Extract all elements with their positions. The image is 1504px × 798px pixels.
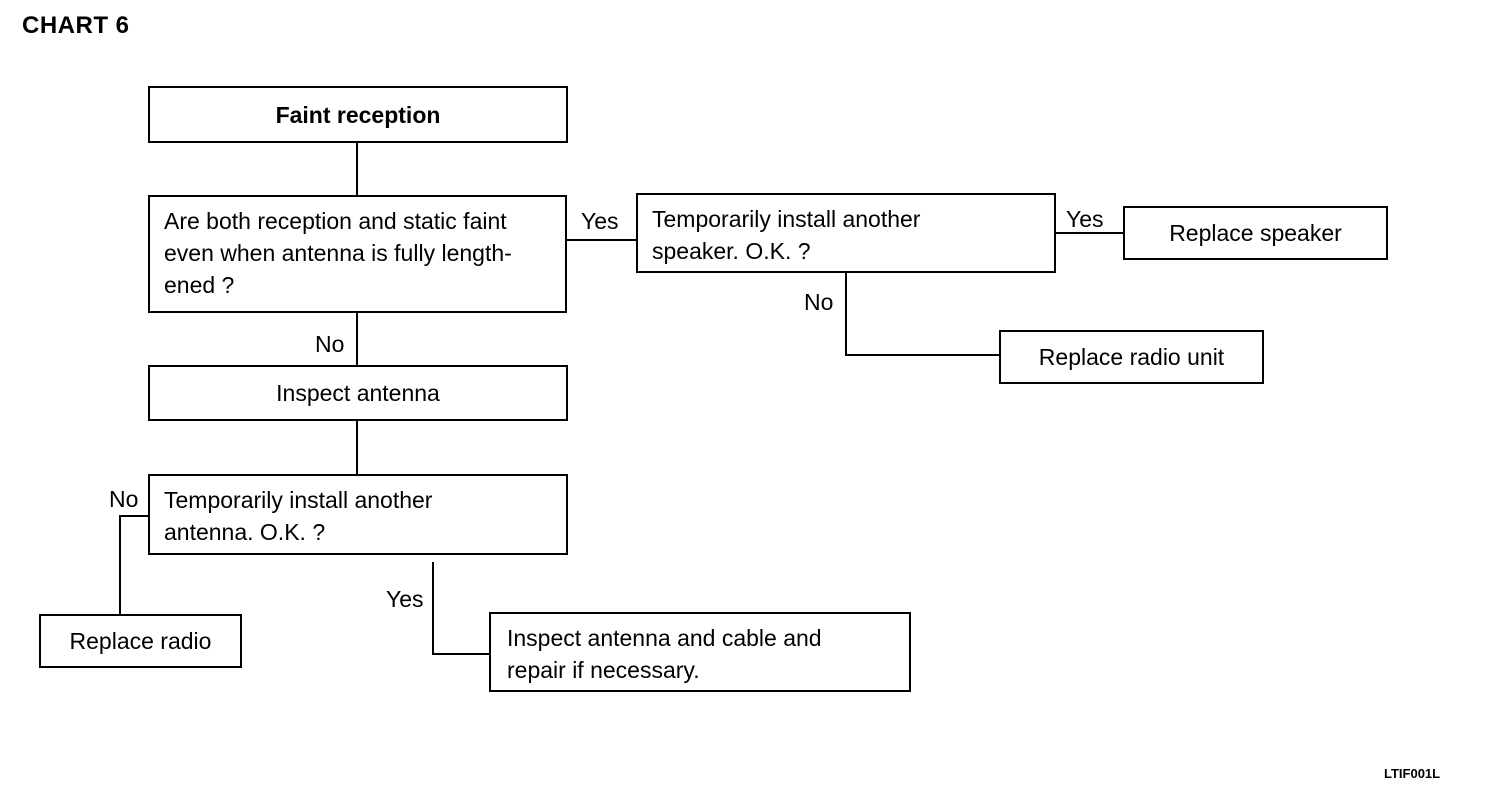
inspect-cable-line-2: repair if necessary. bbox=[507, 657, 700, 683]
replace-radio-unit-text: Replace radio unit bbox=[1038, 344, 1225, 370]
question-speaker-box: Temporarily install another speaker. O.K… bbox=[636, 193, 1056, 273]
yes-label-q2: Yes bbox=[1066, 206, 1104, 232]
yes-label-q1: Yes bbox=[581, 208, 619, 234]
replace-speaker-text: Replace speaker bbox=[1169, 220, 1342, 246]
no-label-q1: No bbox=[315, 331, 345, 357]
figure-code: LTIF001L bbox=[1384, 766, 1441, 781]
no-label-q3: No bbox=[109, 486, 139, 512]
inspect-antenna-box: Inspect antenna bbox=[148, 365, 568, 421]
replace-radio-text: Replace radio bbox=[69, 628, 212, 654]
inspect-cable-box: Inspect antenna and cable and repair if … bbox=[489, 612, 911, 692]
faint-reception-text: Faint reception bbox=[275, 101, 441, 128]
inspect-antenna-text: Inspect antenna bbox=[276, 380, 440, 406]
question-antenna-line-2: even when antenna is fully length- bbox=[164, 240, 512, 266]
chart-title: CHART 6 bbox=[22, 12, 130, 39]
replace-radio-box: Replace radio bbox=[39, 614, 242, 668]
question-antenna-line-3: ened ? bbox=[164, 272, 235, 298]
connector-q3-yes bbox=[432, 562, 490, 655]
question-antenna-line-1: Are both reception and static faint bbox=[164, 208, 507, 234]
inspect-cable-line-1: Inspect antenna and cable and bbox=[507, 625, 822, 651]
connector-q2-no bbox=[845, 272, 1000, 356]
replace-speaker-box: Replace speaker bbox=[1123, 206, 1388, 260]
no-label-q2: No bbox=[804, 289, 834, 315]
replace-radio-unit-box: Replace radio unit bbox=[999, 330, 1264, 384]
question-speaker-line-1: Temporarily install another bbox=[652, 206, 921, 232]
connector-q3-no bbox=[119, 515, 149, 614]
faint-reception-box: Faint reception bbox=[148, 86, 568, 143]
yes-label-q3: Yes bbox=[386, 586, 424, 612]
question-antenna-box: Are both reception and static faint even… bbox=[148, 195, 567, 313]
question-another-antenna-line-1: Temporarily install another bbox=[164, 487, 433, 513]
question-speaker-line-2: speaker. O.K. ? bbox=[652, 238, 811, 264]
question-another-antenna-line-2: antenna. O.K. ? bbox=[164, 519, 326, 545]
question-another-antenna-box: Temporarily install another antenna. O.K… bbox=[148, 474, 568, 555]
